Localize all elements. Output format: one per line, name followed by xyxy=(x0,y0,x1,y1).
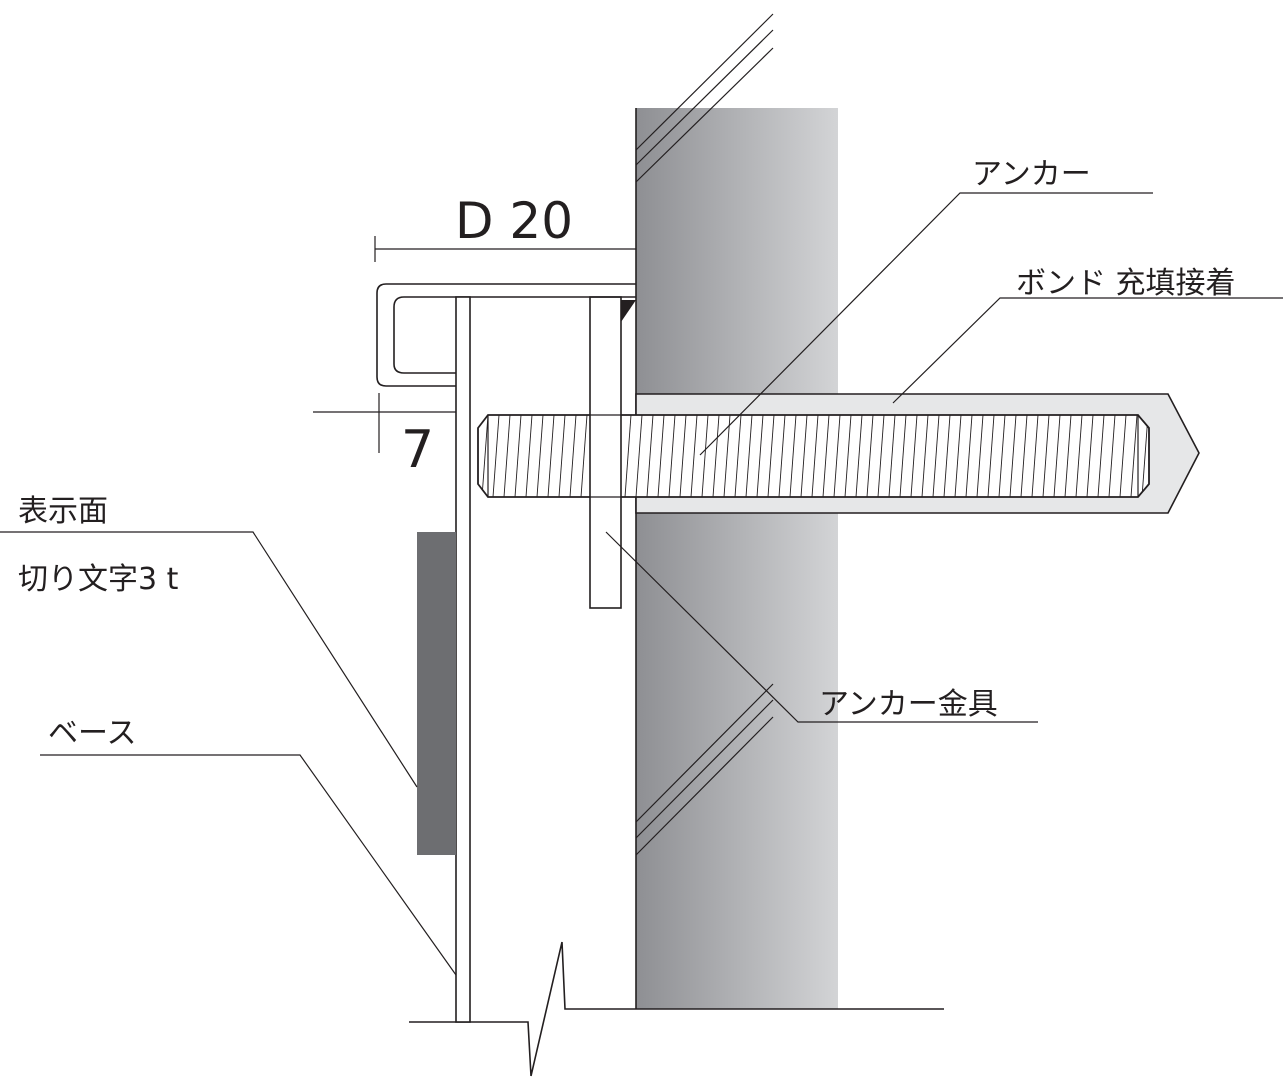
thread-line xyxy=(1130,415,1138,497)
thread-line xyxy=(1064,415,1072,497)
label-anchor-bracket: アンカー金具 xyxy=(819,687,998,722)
thread-line xyxy=(712,415,720,497)
wall xyxy=(636,108,838,1009)
thread-line xyxy=(624,415,632,497)
thread-line xyxy=(514,415,522,497)
anchor-rod xyxy=(477,414,1150,498)
dimension-d20-text: D 20 xyxy=(455,192,573,250)
thread-line xyxy=(1020,415,1028,497)
dimension-d20 xyxy=(374,236,636,262)
thread-line xyxy=(635,415,643,497)
thread-line xyxy=(965,415,973,497)
thread-line xyxy=(492,415,500,497)
sign-channel xyxy=(376,283,636,387)
leader-bond xyxy=(892,297,1283,404)
thread-line xyxy=(1119,415,1127,497)
leader-display-face xyxy=(0,531,418,788)
thread-line xyxy=(767,415,775,497)
thread-line xyxy=(690,415,698,497)
thread-line xyxy=(877,415,885,497)
leader-anchor xyxy=(699,192,1153,456)
thread-line xyxy=(899,415,907,497)
thread-line xyxy=(1009,415,1017,497)
thread-line xyxy=(1097,415,1105,497)
dimension-7 xyxy=(313,393,456,453)
label-base: ベース xyxy=(48,716,137,751)
thread-line xyxy=(910,415,918,497)
cut-letters-block xyxy=(417,532,456,855)
thread-line xyxy=(943,415,951,497)
thread-line xyxy=(745,415,753,497)
anchor-rod-through-bracket xyxy=(590,414,621,498)
thread-line xyxy=(888,415,896,497)
thread-line xyxy=(932,415,940,497)
wall-break-top xyxy=(635,13,774,183)
thread-line xyxy=(1108,415,1116,497)
thread-line xyxy=(756,415,764,497)
thread-line xyxy=(657,415,665,497)
thread-line xyxy=(778,415,786,497)
base-plate xyxy=(455,296,471,1023)
thread-line xyxy=(1053,415,1061,497)
thread-line xyxy=(866,415,874,497)
thread-line xyxy=(987,415,995,497)
thread-line xyxy=(734,415,742,497)
thread-line xyxy=(976,415,984,497)
thread-line xyxy=(723,415,731,497)
wall-break-bottom xyxy=(635,683,774,856)
label-bond: ボンド 充填接着 xyxy=(1016,266,1236,301)
thread-line xyxy=(844,415,852,497)
thread-line xyxy=(679,415,687,497)
thread-line xyxy=(525,415,533,497)
thread-line xyxy=(1141,415,1149,497)
dimension-7-text: 7 xyxy=(401,420,434,480)
thread-line xyxy=(954,415,962,497)
anchor-bracket-plate xyxy=(589,296,622,609)
leader-base xyxy=(40,754,457,976)
leader-anchor-bracket xyxy=(605,531,1038,723)
thread-line xyxy=(580,415,588,497)
thread-line xyxy=(998,415,1006,497)
thread-line xyxy=(646,415,654,497)
label-anchor: アンカー xyxy=(972,157,1091,192)
thread-line xyxy=(811,415,819,497)
thread-line xyxy=(503,415,511,497)
thread-line xyxy=(558,415,566,497)
thread-line xyxy=(1086,415,1094,497)
thread-line xyxy=(481,415,489,497)
thread-line xyxy=(668,415,676,497)
thread-line xyxy=(547,415,555,497)
thread-line xyxy=(855,415,863,497)
thread-line xyxy=(921,415,929,497)
thread-line xyxy=(800,415,808,497)
thread-line xyxy=(701,415,709,497)
thread-line xyxy=(822,415,830,497)
thread-line xyxy=(1042,415,1050,497)
ground-break xyxy=(409,941,944,1077)
thread-line xyxy=(789,415,797,497)
weld-mark xyxy=(621,300,636,322)
thread-line xyxy=(569,415,577,497)
label-cut-letters: 切り文字3 t xyxy=(18,562,179,597)
thread-line xyxy=(536,415,544,497)
thread-line xyxy=(1031,415,1039,497)
label-display-face: 表示面 xyxy=(18,494,108,529)
thread-line xyxy=(833,415,841,497)
thread-line xyxy=(1075,415,1083,497)
